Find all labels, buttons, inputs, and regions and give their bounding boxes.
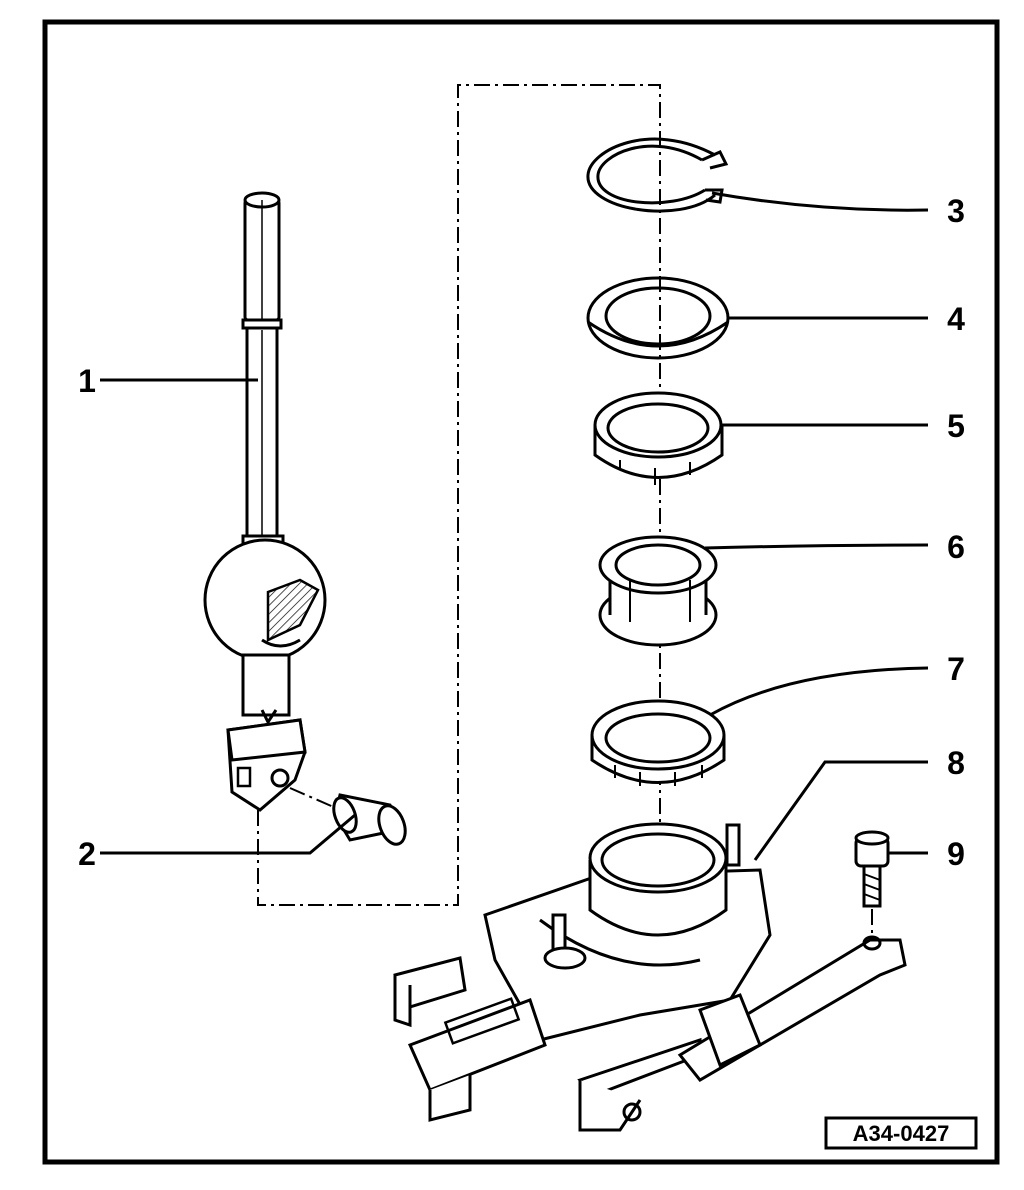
reference-code: A34-0427 <box>853 1121 950 1146</box>
callout-2: 2 <box>78 836 96 872</box>
ring-7 <box>590 699 726 786</box>
circlip <box>586 137 729 213</box>
callout-6: 6 <box>947 529 965 565</box>
bearing-shell <box>598 535 718 647</box>
lever-housing <box>393 822 907 1132</box>
reference-code-box: A34-0427 <box>824 1116 978 1150</box>
callout-3: 3 <box>947 193 965 229</box>
callout-numbers: 1 2 3 4 5 6 7 8 9 <box>78 193 965 872</box>
callout-8: 8 <box>947 745 965 781</box>
shift-lever <box>203 191 327 812</box>
leader-lines <box>100 191 929 861</box>
callout-1: 1 <box>78 363 96 399</box>
callout-9: 9 <box>947 836 965 872</box>
callout-7: 7 <box>947 651 965 687</box>
ring-5 <box>593 391 724 485</box>
callout-4: 4 <box>947 301 965 337</box>
callout-5: 5 <box>947 408 965 444</box>
bolt <box>854 830 890 908</box>
bushing <box>332 793 407 846</box>
